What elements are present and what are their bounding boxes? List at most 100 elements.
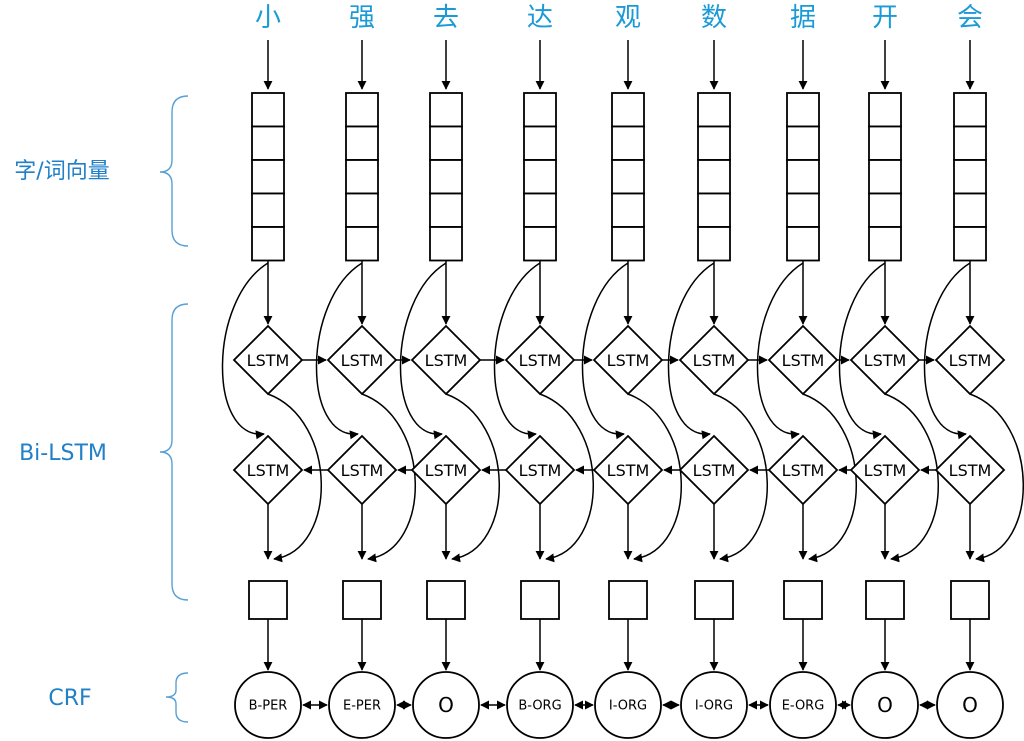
crf-tag-node — [412, 671, 480, 739]
arrow-embedding-to-backward-lstm — [399, 262, 447, 440]
crf-tag-label: E-ORG — [782, 699, 825, 714]
arrow-forward-lstm-to-output — [539, 393, 594, 563]
crf-tag-label: I-ORG — [695, 699, 733, 714]
crf-tag-label: O — [962, 693, 978, 717]
crf-tag-label: B-PER — [249, 699, 288, 714]
arrow-forward-lstm-to-output — [802, 393, 857, 563]
embedding-cell — [251, 192, 285, 228]
embedding-cell — [953, 125, 987, 161]
section-label-bilstm: Bi-LSTM — [19, 441, 107, 466]
embedding-cell — [786, 159, 820, 195]
input-char: 达 — [527, 3, 553, 33]
arrow-embedding-to-backward-lstm — [581, 262, 629, 440]
embedding-cell — [697, 226, 731, 262]
arrow-embedding-to-backward-lstm — [667, 262, 715, 440]
crf-tag-node — [769, 671, 837, 739]
embedding-cell — [523, 192, 557, 228]
bilstm-brace — [159, 303, 189, 601]
embedding-cell — [786, 192, 820, 228]
crf-tag-label: E-PER — [343, 699, 381, 714]
embedding-cell — [251, 159, 285, 195]
forward-lstm-label: LSTM — [782, 351, 825, 370]
embedding-cell — [429, 192, 463, 228]
arrow-forward-lstm-to-output — [627, 393, 682, 563]
forward-lstm-label: LSTM — [425, 351, 468, 370]
crf-tag-node — [328, 671, 396, 739]
token-column: 据 LSTM LSTM E-ORG — [756, 3, 857, 739]
output-node — [694, 580, 734, 620]
backward-lstm-label: LSTM — [782, 461, 825, 480]
embedding-cell — [953, 192, 987, 228]
output-node — [865, 580, 905, 620]
input-char: 小 — [255, 3, 281, 33]
section-label-crf: CRF — [48, 686, 91, 711]
embedding-cell — [429, 226, 463, 262]
crf-tag-label: O — [877, 693, 893, 717]
backward-lstm-label: LSTM — [247, 461, 290, 480]
embedding-cell — [697, 159, 731, 195]
input-char: 数 — [701, 3, 727, 33]
crf-tag-node — [594, 671, 662, 739]
backward-lstm-label: LSTM — [425, 461, 468, 480]
embedding-cell — [953, 92, 987, 128]
backward-lstm-label: LSTM — [341, 461, 384, 480]
crf-brace — [165, 672, 189, 723]
backward-lstm-label: LSTM — [693, 461, 736, 480]
embedding-cell — [251, 125, 285, 161]
arrow-embedding-to-backward-lstm — [838, 262, 886, 440]
embedding-cell — [786, 226, 820, 262]
arrow-forward-lstm-to-output — [361, 393, 416, 563]
embedding-vector — [786, 92, 820, 262]
crf-tag-node — [234, 671, 302, 739]
embedding-vector — [429, 92, 463, 262]
token-column: 观 LSTM LSTM I-ORG — [581, 3, 682, 739]
embedding-cell — [953, 159, 987, 195]
output-node — [248, 580, 288, 620]
arrow-embedding-to-backward-lstm — [756, 262, 804, 440]
embedding-cell — [697, 192, 731, 228]
embedding-cell — [345, 226, 379, 262]
embedding-cell — [251, 92, 285, 128]
output-node — [608, 580, 648, 620]
crf-tag-node — [936, 671, 1004, 739]
embedding-cell — [611, 192, 645, 228]
embedding-vector — [697, 92, 731, 262]
backward-lstm-label: LSTM — [949, 461, 992, 480]
embedding-cell — [345, 159, 379, 195]
section-label-embedding: 字/词向量 — [14, 159, 109, 184]
backward-lstm-label: LSTM — [607, 461, 650, 480]
arrow-embedding-to-backward-lstm — [493, 262, 541, 440]
forward-lstm-label: LSTM — [949, 351, 992, 370]
embedding-cell — [868, 226, 902, 262]
embedding-cell — [697, 125, 731, 161]
embedding-brace — [159, 95, 189, 247]
token-column: 数 LSTM LSTM I-ORG — [667, 3, 769, 739]
forward-lstm-label: LSTM — [693, 351, 736, 370]
input-char: 据 — [790, 3, 816, 33]
arrow-forward-lstm-to-output — [969, 393, 1024, 563]
embedding-vector — [251, 92, 285, 262]
output-node — [426, 580, 466, 620]
crf-tag-label: I-ORG — [609, 699, 647, 714]
embedding-cell — [868, 92, 902, 128]
embedding-cell — [429, 159, 463, 195]
embedding-vector — [868, 92, 902, 262]
forward-lstm-label: LSTM — [607, 351, 650, 370]
backward-lstm-label: LSTM — [519, 461, 562, 480]
crf-tag-node — [506, 671, 574, 739]
output-node — [342, 580, 382, 620]
embedding-cell — [953, 226, 987, 262]
embedding-cell — [611, 226, 645, 262]
crf-tag-label: O — [438, 693, 454, 717]
input-char: 观 — [615, 3, 641, 33]
embedding-cell — [868, 159, 902, 195]
embedding-cell — [523, 226, 557, 262]
arrow-embedding-to-backward-lstm — [923, 262, 971, 440]
embedding-cell — [868, 125, 902, 161]
